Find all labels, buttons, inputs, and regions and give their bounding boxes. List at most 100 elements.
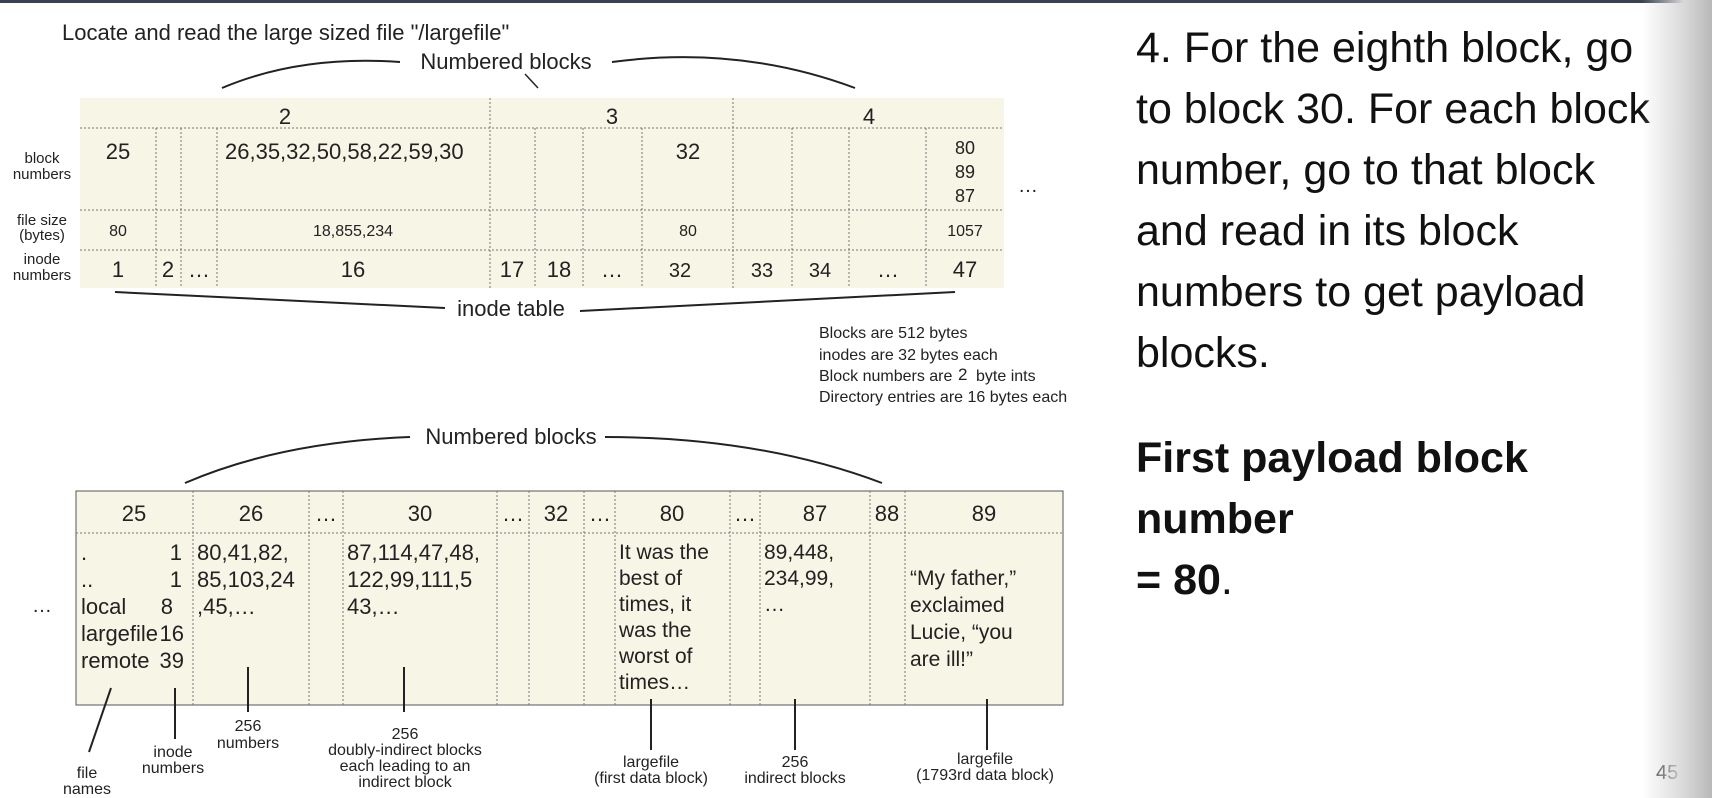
annotation-pointers	[88, 667, 988, 753]
row-label-inode: numbers	[13, 267, 71, 284]
notes: Blocks are 512 bytes inodes are 32 bytes…	[819, 325, 1067, 406]
step-text-line: blocks.	[1136, 329, 1270, 377]
block-30-line: 43,…	[347, 594, 400, 619]
data-block-header: 87	[803, 501, 827, 526]
annotation-doubly-indirect: each leading to an	[340, 758, 471, 775]
row-labels: block numbers file size (bytes) inode nu…	[13, 150, 71, 284]
step-text-line: numbers to get payload	[1136, 268, 1586, 316]
block-87-line: 234,99,	[764, 567, 834, 590]
inode-value: 1	[112, 257, 124, 282]
block-26-line: ,45,…	[197, 594, 256, 619]
dir-entry-inode: 39	[160, 648, 184, 673]
inode-numbers-row: 1 2 … 16 17 18 … 32 33 34 … 47	[112, 257, 977, 282]
block-26-content: 80,41,82, 85,103,24 ,45,…	[197, 540, 295, 619]
block-26-line: 80,41,82,	[197, 540, 289, 565]
row-label-block: numbers	[13, 166, 71, 183]
data-block-header: …	[589, 501, 611, 526]
inode-value: 32	[669, 260, 691, 282]
answer-text: First payload block number = 80.	[1136, 428, 1696, 611]
annotations: file names inode numbers 256 numbers 256…	[63, 718, 1054, 798]
dir-entry-inode: 1	[170, 540, 182, 565]
dir-entry-inode: 1	[170, 567, 182, 592]
directory-entries: . 1 .. 1 local 8 largefile 16 remote 39	[81, 540, 184, 673]
block-header: 2	[279, 104, 291, 129]
file-size-row: 80 18,855,234 80 1057	[109, 223, 983, 240]
annotation-doubly-indirect: 256	[392, 726, 419, 743]
block-number-value: 32	[676, 139, 700, 164]
note-line: Block numbers are	[819, 368, 952, 385]
annotation-256-numbers: numbers	[217, 735, 279, 752]
block-80-line: worst of	[618, 645, 693, 668]
file-system-diagram: Locate and read the large sized file "/l…	[13, 20, 1067, 798]
step-text-line: number, go to that block	[1136, 146, 1595, 194]
inode-brace-left	[114, 291, 446, 309]
step-text-line: and read in its block	[1136, 207, 1519, 255]
row-label-size: file size	[17, 212, 67, 229]
row-label-block: block	[24, 150, 60, 167]
inode-value: 16	[341, 257, 365, 282]
answer-equals: =	[1136, 556, 1174, 604]
annotation-first-data-block: largefile	[623, 754, 679, 771]
inode-value: 33	[751, 260, 773, 282]
dir-entry-name: largefile	[81, 621, 158, 646]
annotation-inode-numbers: numbers	[142, 760, 204, 777]
data-blocks-grid	[76, 491, 1063, 705]
data-block-header: …	[315, 501, 337, 526]
data-block-header: 80	[660, 501, 684, 526]
annotation-1793rd-data-block: (1793rd data block)	[916, 767, 1054, 784]
inode-value: 2	[162, 257, 174, 282]
top-header-numbers: 2 3 4	[279, 104, 875, 129]
note-value: 2	[958, 365, 967, 384]
trailing-ellipsis: …	[1018, 175, 1038, 197]
inode-value: 47	[953, 257, 977, 282]
block-89-content: “My father,” exclaimed Lucie, “you are i…	[910, 567, 1016, 671]
data-block-header: 89	[972, 501, 996, 526]
block-87-content: 89,448, 234,99, …	[764, 541, 834, 616]
block-30-line: 87,114,47,48,	[347, 540, 480, 565]
data-block-header: …	[734, 501, 756, 526]
block-26-line: 85,103,24	[197, 567, 295, 592]
answer-label: First payload block number	[1136, 434, 1528, 543]
annotation-256-numbers: 256	[235, 718, 262, 735]
explanation-panel: 4. For the eighth block, go to block 30.…	[1136, 18, 1696, 611]
answer-period: .	[1220, 556, 1233, 604]
note-line: inodes are 32 bytes each	[819, 347, 998, 364]
annotation-file-names: names	[63, 781, 111, 798]
step-text-line: 4. For the eighth block, go	[1136, 24, 1634, 72]
step-text-line: to block 30. For each block	[1136, 85, 1650, 133]
top-brace-right	[611, 56, 856, 89]
dir-entry-name: local	[81, 594, 126, 619]
data-block-headers: 25 26 … 30 … 32 … 80 … 87 88 89	[122, 501, 996, 526]
block-80-line: best of	[619, 567, 682, 590]
answer-value: 80	[1173, 556, 1221, 604]
data-block-header: …	[502, 501, 524, 526]
dir-entry-inode: 8	[161, 594, 173, 619]
dir-entry-inode: 16	[160, 621, 184, 646]
data-block-header: 26	[239, 501, 263, 526]
bottom-caption: Numbered blocks	[425, 424, 596, 449]
annotation-inode-numbers: inode	[153, 744, 192, 761]
inode-table-caption: inode table	[457, 296, 565, 321]
dir-entry-name: ..	[81, 567, 93, 592]
data-block-header: 30	[408, 501, 432, 526]
block-number-value: 26,35,32,50,58,22,59,30	[225, 139, 464, 164]
note-line: Blocks are 512 bytes	[819, 325, 968, 342]
bottom-brace-right	[604, 436, 883, 484]
block-header: 4	[863, 104, 875, 129]
file-size-value: 80	[679, 223, 697, 240]
block-number-value: 80	[955, 138, 975, 158]
bottom-brace-left	[184, 436, 411, 484]
top-brace-pointer	[524, 73, 539, 89]
note-line: byte ints	[976, 368, 1036, 385]
block-87-line: 89,448,	[764, 541, 834, 564]
block-89-line: are ill!”	[910, 648, 973, 671]
slide-edge-shadow	[1642, 0, 1712, 798]
file-size-value: 80	[109, 223, 127, 240]
dir-entry-name: .	[81, 540, 87, 565]
inode-value: 17	[500, 257, 524, 282]
annotation-doubly-indirect: indirect block	[358, 774, 452, 791]
annotation-file-names: file	[77, 765, 98, 782]
block-number-value: 89	[955, 162, 975, 182]
block-number-value: 87	[955, 186, 975, 206]
diagram-title: Locate and read the large sized file "/l…	[62, 20, 509, 45]
